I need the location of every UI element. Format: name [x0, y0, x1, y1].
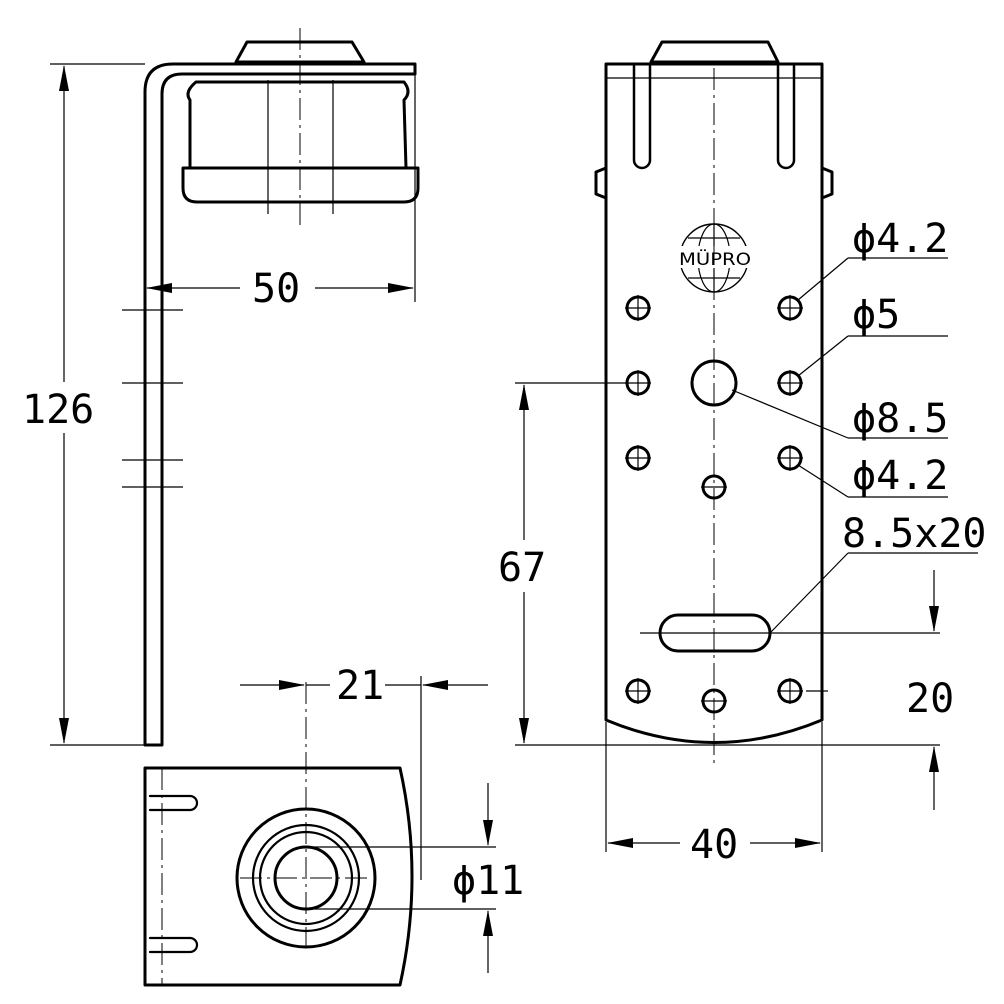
- dim-height-total: 126: [22, 387, 94, 433]
- mupro-logo: MÜPRO: [678, 223, 752, 293]
- plate-top-outline: [143, 766, 414, 987]
- bracket-side-profile: [143, 62, 417, 747]
- callout-hole-medium: ϕ5: [852, 292, 900, 338]
- logo-text: MÜPRO: [679, 248, 751, 270]
- slot-oblong: [658, 613, 772, 653]
- rubber-element-side: [234, 40, 366, 64]
- dim-slot-height: 20: [906, 676, 954, 722]
- side-view: 126 50: [22, 28, 420, 747]
- top-view: 21 ϕ11: [143, 663, 524, 987]
- rubber-element-front: [649, 40, 780, 64]
- callout-hole-large: ϕ8.5: [852, 396, 948, 442]
- base-cup-side: [181, 166, 420, 204]
- hole-center-large: [690, 359, 738, 407]
- front-view: MÜPRO: [498, 40, 987, 868]
- dim-arm-length: 50: [252, 266, 300, 312]
- dim-hole-center-height: 67: [498, 545, 546, 591]
- callout-slot: 8.5x20: [842, 511, 987, 557]
- callout-hole-small-top: ϕ4.2: [852, 216, 948, 262]
- dim-sleeve-diameter: ϕ11: [452, 858, 524, 904]
- rubber-body-side: [186, 80, 410, 170]
- dim-plate-width: 40: [690, 822, 738, 868]
- callout-hole-small-bottom: ϕ4.2: [852, 453, 948, 499]
- dim-offset: 21: [336, 663, 384, 709]
- plate-front-outline: [604, 62, 824, 744]
